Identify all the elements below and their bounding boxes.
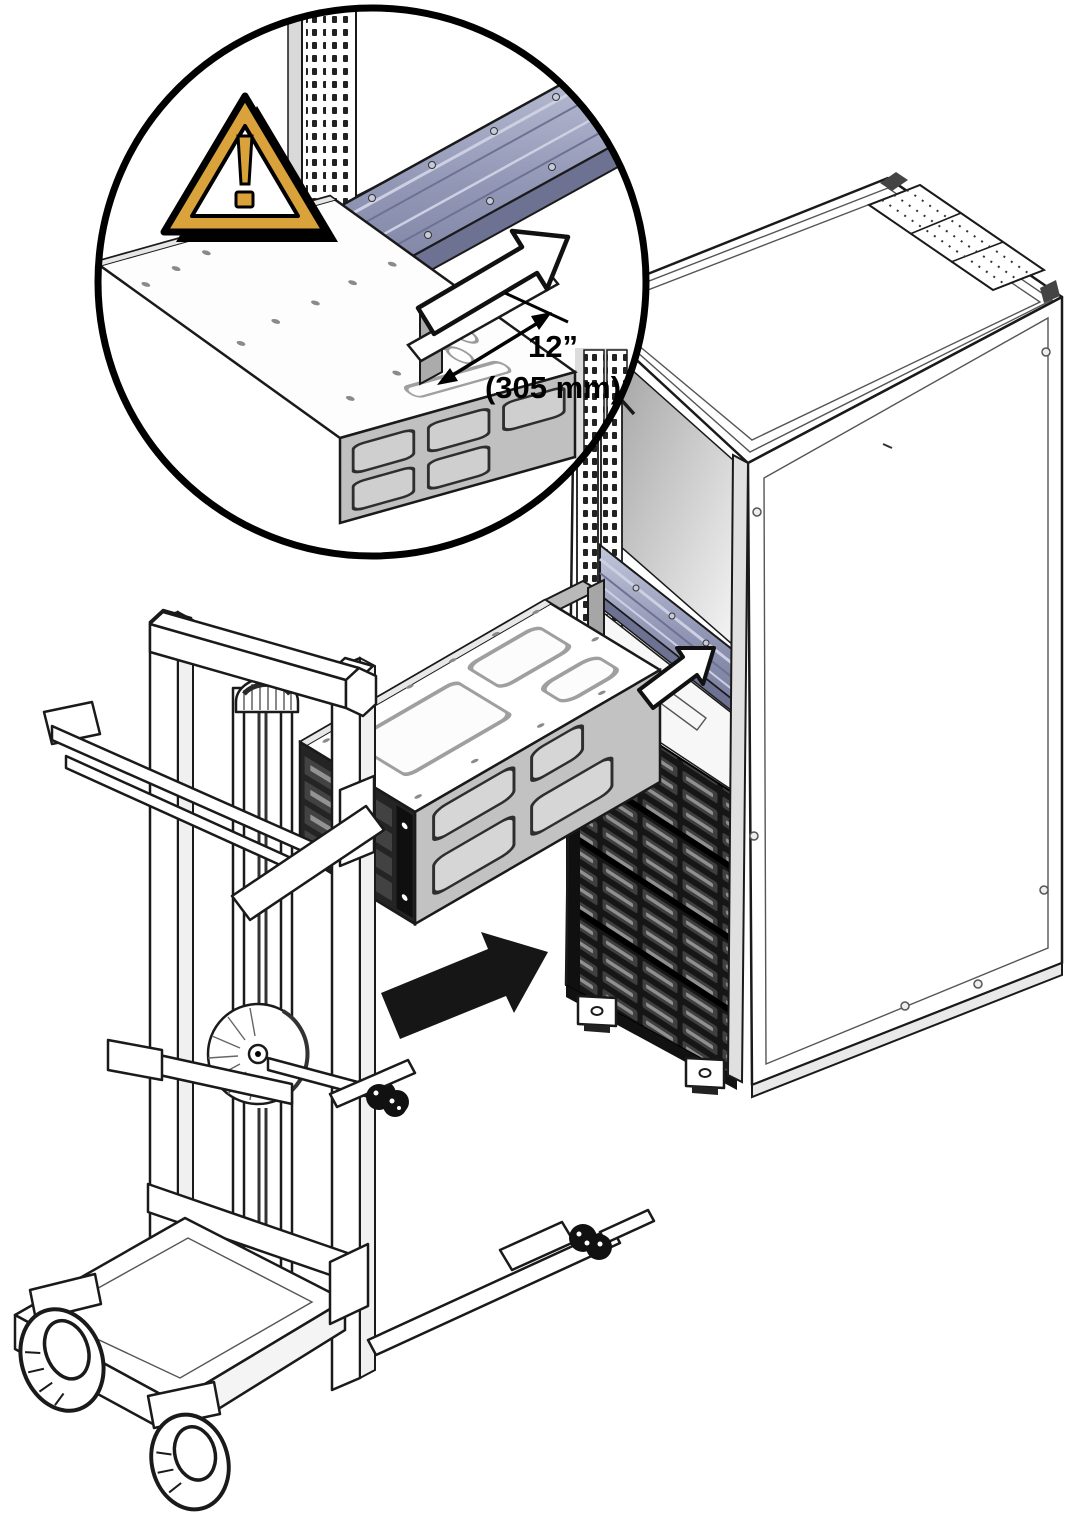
lift-caster-front	[146, 1380, 231, 1512]
rack-feet	[576, 994, 726, 1095]
lift	[13, 608, 656, 1512]
rack-corner-bracket	[880, 172, 908, 191]
lift-front-outrigger	[366, 1208, 656, 1357]
server-side-handles	[432, 724, 614, 895]
inset-server-front	[338, 370, 577, 525]
slide-direction-arrow	[637, 646, 716, 710]
lift-caster-left	[18, 1272, 106, 1413]
detail-inset: 12” (305 mm)	[94, 4, 650, 560]
lift-rear-outrigger	[328, 1058, 417, 1117]
inset-slide-arrow	[415, 228, 571, 337]
inset-circle-border	[94, 4, 650, 560]
warning-icon	[160, 92, 338, 242]
lift-platform-fork	[42, 700, 386, 922]
lift-belt	[257, 700, 268, 1245]
server-top-detail	[322, 609, 619, 799]
rack-corner-bracket	[1040, 280, 1060, 303]
dimension-mm: (305 mm)	[485, 370, 621, 405]
insert-direction-arrow	[381, 932, 548, 1039]
panel-screws	[749, 347, 1051, 1011]
rack-top-label-plate	[866, 183, 1047, 292]
dimension-inches: 12”	[528, 329, 578, 364]
rack-corner-post	[726, 453, 750, 1084]
dimension-arrow	[437, 291, 569, 385]
